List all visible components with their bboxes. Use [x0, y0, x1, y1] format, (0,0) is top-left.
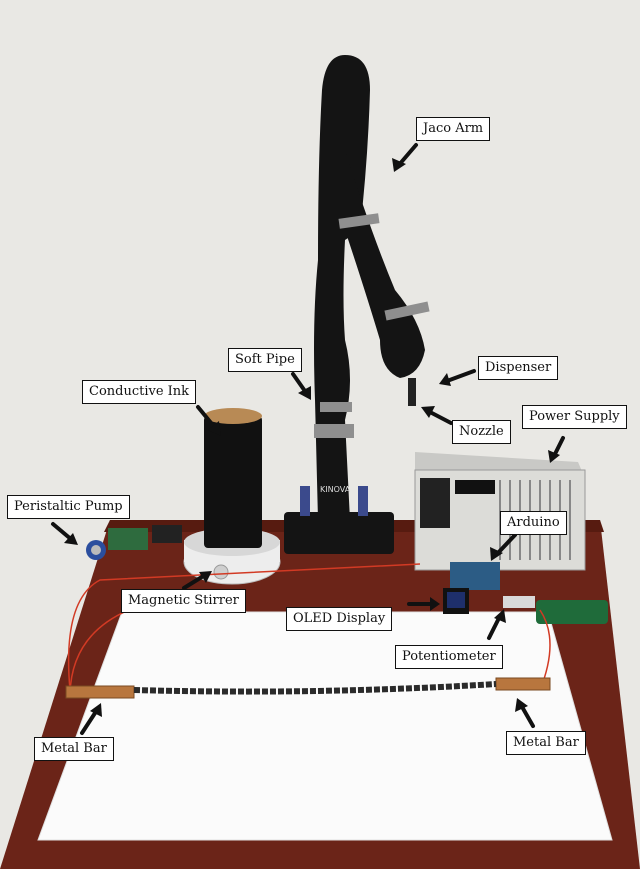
label-magnetic-stirrer: Magnetic Stirrer [121, 589, 246, 613]
label-peristaltic-pump: Peristaltic Pump [7, 495, 130, 519]
metal-bar-left [65, 685, 135, 699]
label-metal-bar-left: Metal Bar [34, 737, 114, 761]
label-potentiometer: Potentiometer [395, 645, 503, 669]
label-nozzle: Nozzle [452, 420, 511, 444]
label-oled-display: OLED Display [286, 607, 393, 631]
label-power-supply: Power Supply [522, 405, 627, 429]
printed-conductive-trace [133, 681, 497, 695]
robot-brand-text: KINOVA [320, 485, 351, 494]
pointer-arrows [51, 143, 565, 735]
electronics-cluster [443, 562, 608, 624]
label-jaco-arm: Jaco Arm [416, 117, 491, 141]
label-arduino: Arduino [500, 511, 567, 535]
label-soft-pipe: Soft Pipe [228, 348, 302, 372]
conductive-ink-container [204, 408, 262, 548]
label-conductive-ink: Conductive Ink [82, 380, 197, 404]
peristaltic-pump-device [86, 525, 182, 560]
paper-board [37, 611, 613, 841]
jaco-robot-arm [284, 55, 430, 554]
metal-bar-right [495, 677, 551, 691]
label-dispenser: Dispenser [478, 356, 559, 380]
label-metal-bar-right: Metal Bar [506, 731, 586, 755]
